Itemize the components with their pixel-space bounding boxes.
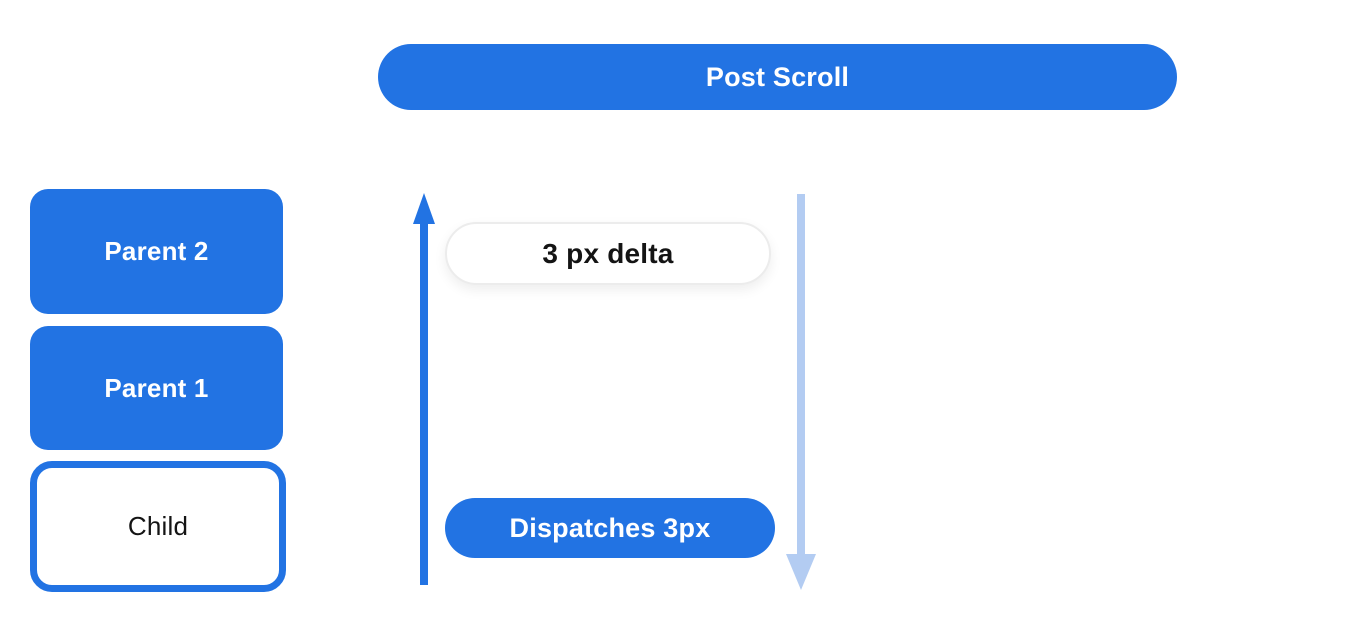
node-parent-1-label: Parent 1 [104, 372, 209, 403]
dispatch-pill: Dispatches 3px [445, 498, 775, 558]
post-scroll-label: Post Scroll [705, 61, 850, 92]
delta-pill-label: 3 px delta [542, 237, 674, 269]
scroll-down-arrow [786, 194, 816, 590]
delta-pill: 3 px delta [445, 222, 771, 285]
node-parent-2: Parent 2 [30, 189, 283, 314]
dispatch-pill-label: Dispatches 3px [509, 512, 711, 543]
scroll-up-arrow [413, 193, 435, 585]
node-child-label: Child [127, 511, 189, 541]
scroll-down-arrow-head [786, 554, 816, 590]
scroll-up-arrow-head [413, 193, 435, 224]
post-scroll-bar: Post Scroll [378, 44, 1177, 110]
node-child: Child [30, 461, 286, 592]
node-parent-1: Parent 1 [30, 326, 283, 450]
node-parent-2-label: Parent 2 [104, 236, 209, 266]
